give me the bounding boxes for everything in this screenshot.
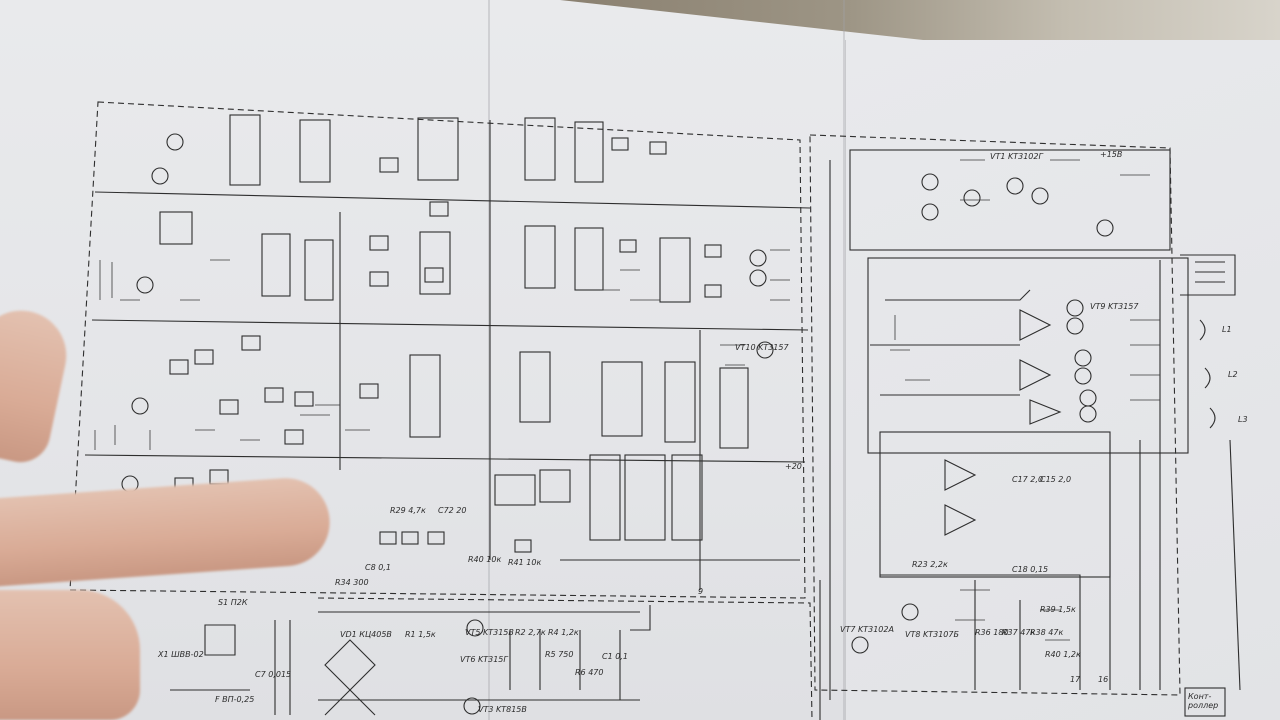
label-c7: C7 0,015 [255, 670, 292, 679]
label-plus15: +15В [1100, 150, 1123, 159]
label-r39: R39 1,5к [1040, 605, 1076, 614]
label-controller: Конт-роллер [1188, 692, 1219, 710]
label-c1: C1 0,1 [602, 652, 628, 661]
paper-fold-line [488, 0, 490, 720]
label-vt7: VT7 KT3102A [840, 625, 894, 634]
label-r29: R29 4,7к [390, 506, 426, 515]
label-r40: R40 10к [468, 555, 502, 564]
label-c18: C18 0,15 [1012, 565, 1049, 574]
label-plus20: +20 [785, 462, 802, 471]
label-l3: L3 [1238, 415, 1248, 424]
label-r34: R34 300 [335, 578, 369, 587]
label-r41: R41 10к [508, 558, 542, 567]
paper-fold-line [843, 0, 845, 720]
label-node-16: 16 [1098, 675, 1109, 684]
label-vt5: VT5 KT315B [465, 628, 514, 637]
label-s1: S1 П2К [218, 598, 248, 607]
label-r2: R2 2,7к [515, 628, 546, 637]
dashed-frame-right [809, 134, 1181, 696]
label-r1: R1 1,5к [405, 630, 436, 639]
label-r5: R5 750 [545, 650, 574, 659]
label-l1: L1 [1222, 325, 1232, 334]
label-r4: R4 1,2к [548, 628, 579, 637]
label-r36: R36 180 [975, 628, 1009, 637]
label-c15: C15 2,0 [1040, 475, 1072, 484]
label-r40b: R40 1,2к [1045, 650, 1081, 659]
label-vt10: VT10 KT3157 [735, 343, 789, 352]
label-r23: R23 2,2к [912, 560, 948, 569]
label-vt8: VT8 KT3107Б [905, 630, 959, 639]
label-r37: R37 47к [1002, 628, 1036, 637]
label-l2: L2 [1228, 370, 1238, 379]
label-vt6: VT6 KT315Г [460, 655, 508, 664]
label-f: F ВП-0,25 [215, 695, 255, 704]
label-vd1: VD1 КЦ405В [340, 630, 392, 639]
dashed-frame-bottom [317, 597, 813, 720]
label-node-9: 9 [698, 587, 704, 596]
hand-palm [0, 590, 140, 720]
label-x1: X1 ШВВ-02 [158, 650, 204, 659]
label-vt3: VT3 KT815В [478, 705, 527, 714]
label-node-17: 17 [1070, 675, 1081, 684]
label-r38: R38 47к [1030, 628, 1064, 637]
label-c17: C17 2,0 [1012, 475, 1044, 484]
label-vt1: VT1 KT3102Г [990, 152, 1043, 161]
label-c72: C72 20 [438, 506, 467, 515]
label-c8: C8 0,1 [365, 563, 391, 572]
label-r6: R6 470 [575, 668, 604, 677]
dashed-frame-left [69, 101, 806, 599]
label-vt9: VT9 KT3157 [1090, 302, 1139, 311]
